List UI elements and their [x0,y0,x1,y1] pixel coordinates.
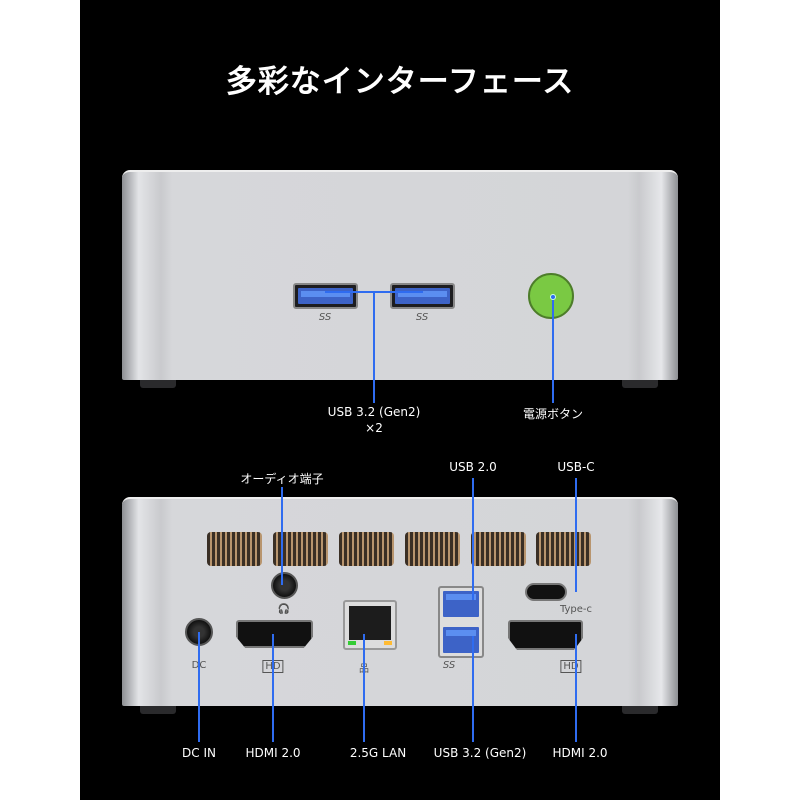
vent [339,532,394,566]
callout-line [472,636,474,742]
callout-line [552,297,554,403]
superspeed-icon: SS [318,312,332,323]
vent [471,532,526,566]
hdmi2-label: HDMI 2.0 [552,746,608,760]
usb32-count: ×2 [365,421,383,435]
callout-line [472,478,474,600]
vent [405,532,460,566]
vent [536,532,591,566]
usb32-label: USB 3.2 (Gen2) [327,405,421,419]
lan-label: 2.5G LAN [349,746,407,760]
vent [207,532,262,566]
usbc-label: USB-C [557,460,595,474]
callout-line [363,634,365,742]
foot [622,706,658,714]
foot [622,380,658,388]
usb-port [390,283,455,309]
page-title: 多彩なインターフェース [225,64,575,100]
superspeed-icon: SS [442,660,456,671]
hdmi-port [508,620,583,650]
callout-line [272,634,274,742]
foot [140,380,176,388]
audio-jack [271,572,298,599]
dc-in-label: DC IN [182,746,216,760]
hd-mark: HD [560,660,582,673]
back-panel [122,497,678,706]
front-panel [122,170,678,380]
callout-line [281,487,283,585]
usb32-back-label: USB 3.2 (Gen2) [433,746,527,760]
audio-label: オーディオ端子 [240,472,324,486]
typec-mark: Type-c [559,604,593,615]
hdmi1-label: HDMI 2.0 [245,746,301,760]
superspeed-icon: SS [415,312,429,323]
hdmi-port [236,620,313,648]
callout-line [575,634,577,742]
lan-port [343,600,397,650]
usb2-label: USB 2.0 [449,460,497,474]
usb-port [293,283,358,309]
callout-line [373,291,375,403]
power-label: 電源ボタン [522,407,584,421]
callout-dot [550,294,556,300]
callout-line [575,478,577,592]
foot [140,706,176,714]
headphone-icon: 🎧 [277,604,291,615]
usb-port-stack [438,586,484,658]
callout-line [198,632,200,742]
usb-c-port [525,583,567,601]
